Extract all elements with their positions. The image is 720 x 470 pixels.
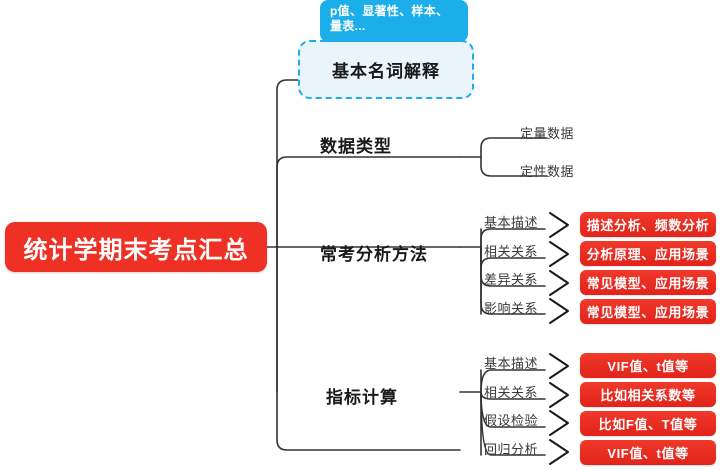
chevron-icon-b3-2 [549, 241, 569, 267]
chip-b3-2[interactable]: 分析原理、应用场景 [580, 241, 716, 266]
chip-b4-3[interactable]: 比如F值、T值等 [580, 411, 716, 436]
sub-node-b3-2[interactable]: 相关关系 [483, 244, 538, 259]
chip-b4-2[interactable]: 比如相关系数等 [580, 382, 716, 407]
chevron-icon-b4-1 [549, 353, 569, 379]
chip-b4-1[interactable]: VIF值、t值等 [580, 353, 716, 378]
sub-node-b4-2[interactable]: 相关关系 [483, 385, 538, 400]
chevron-icon-b4-2 [549, 382, 569, 408]
sub-node-b4-3[interactable]: 假设检验 [483, 413, 538, 428]
wire-branch-2 [276, 156, 461, 248]
tooltip-basic-terms: p值、显著性、样本、量表... [320, 0, 468, 42]
sub-node-b3-3[interactable]: 差异关系 [483, 272, 538, 287]
sub-node-b4-4[interactable]: 回归分析 [483, 442, 538, 457]
branch-node-indicator-calc[interactable]: 指标计算 [326, 388, 398, 407]
chevron-icon-b4-4 [549, 439, 569, 465]
chip-b3-3[interactable]: 常见模型、应用场景 [580, 270, 716, 295]
branch-node-label: 基本名词解释 [332, 62, 440, 81]
chevron-icon-b4-3 [549, 410, 569, 436]
chevron-icon-b3-4 [549, 298, 569, 324]
root-node[interactable]: 统计学期末考点汇总 [5, 222, 267, 272]
wire-branch-1 [276, 79, 471, 248]
wire-branch-4 [276, 246, 461, 451]
branch-node-analysis-methods[interactable]: 常考分析方法 [320, 245, 428, 264]
sub-node-b2-2[interactable]: 定性数据 [519, 164, 574, 179]
chip-b3-4[interactable]: 常见模型、应用场景 [580, 299, 716, 324]
chip-b4-4[interactable]: VIF值、t值等 [580, 440, 716, 465]
chevron-icon-b3-1 [549, 212, 569, 238]
branch-node-basic-terms[interactable]: 基本名词解释 [298, 40, 474, 99]
branch-node-data-types[interactable]: 数据类型 [320, 137, 392, 156]
sub-node-b3-4[interactable]: 影响关系 [483, 301, 538, 316]
chevron-icon-b3-3 [549, 270, 569, 296]
chip-b3-1[interactable]: 描述分析、频数分析 [580, 212, 716, 237]
sub-node-b3-1[interactable]: 基本描述 [483, 215, 538, 230]
sub-node-b4-1[interactable]: 基本描述 [483, 356, 538, 371]
sub-node-b2-1[interactable]: 定量数据 [519, 126, 574, 141]
